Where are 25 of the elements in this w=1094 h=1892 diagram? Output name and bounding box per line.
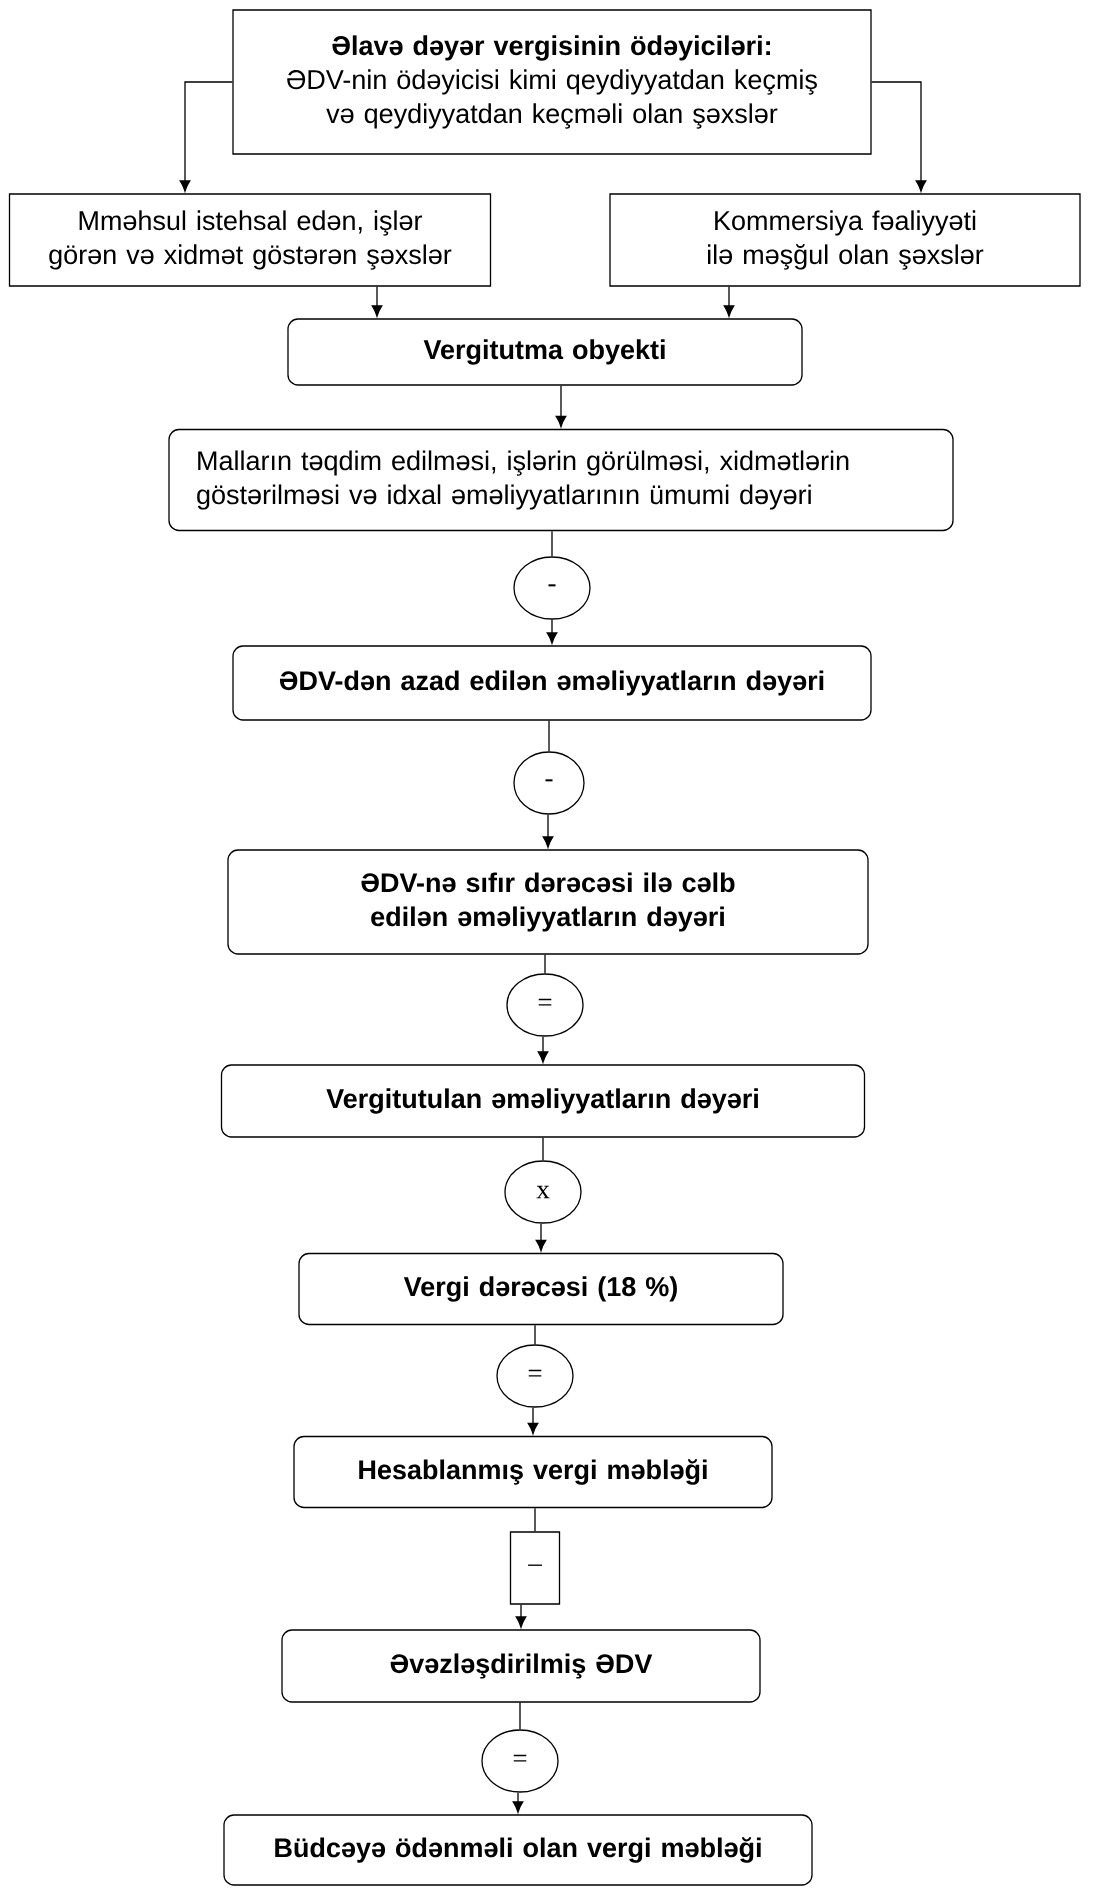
arrow: [555, 385, 567, 428]
arrow: [537, 1036, 549, 1063]
process-box: Vergi dərəcəsi (18 %): [298, 1252, 784, 1326]
arrow: [542, 814, 554, 848]
arrow: [515, 1604, 527, 1628]
process-box: Mməhsul istehsal edən, işlər görən və xidmət göstərən şəxslər: [8, 193, 492, 287]
arrow: [871, 81, 927, 192]
arrow: [546, 619, 558, 644]
process-box: Hesablanmış vergi məbləği: [293, 1435, 773, 1509]
process-box: ƏDV-nə sıfır dərəcəsi ilə cəlb edilən əməliyyatların dəyəri: [227, 849, 869, 955]
process-box: Malların təqdim edilməsi, işlərin görülməsi, xidmətlərin göstərilməsi və idxal əməliyyatlarının ümumi dəyəri: [168, 428, 954, 532]
arrow: [723, 286, 735, 317]
arrow: [179, 81, 233, 192]
process-box: Əlavə dəyər vergisinin ödəyiciləri: ƏDV-nin ödəyicisi kimi qeydiyyatdan keçmiş və qeydiyyatdan keçməli olan şəxslər: [232, 9, 872, 155]
arrow: [535, 1223, 547, 1252]
arrow: [527, 1407, 539, 1435]
arrow: [371, 286, 383, 317]
process-box: Əvəzləşdirilmiş ƏDV: [281, 1629, 761, 1703]
operator-box: –: [509, 1531, 561, 1605]
process-box: Vergitutulan əməliyyatların dəyəri: [220, 1064, 866, 1138]
process-box: ƏDV-dən azad edilən əməliyyatların dəyəri: [232, 645, 872, 721]
process-box: Vergitutma obyekti: [287, 318, 803, 386]
arrow: [512, 1792, 524, 1813]
process-box: Büdcəyə ödənməli olan vergi məbləği: [223, 1814, 813, 1886]
process-box: Kommersiya fəaliyyəti ilə məşğul olan şəxslər: [609, 193, 1081, 287]
